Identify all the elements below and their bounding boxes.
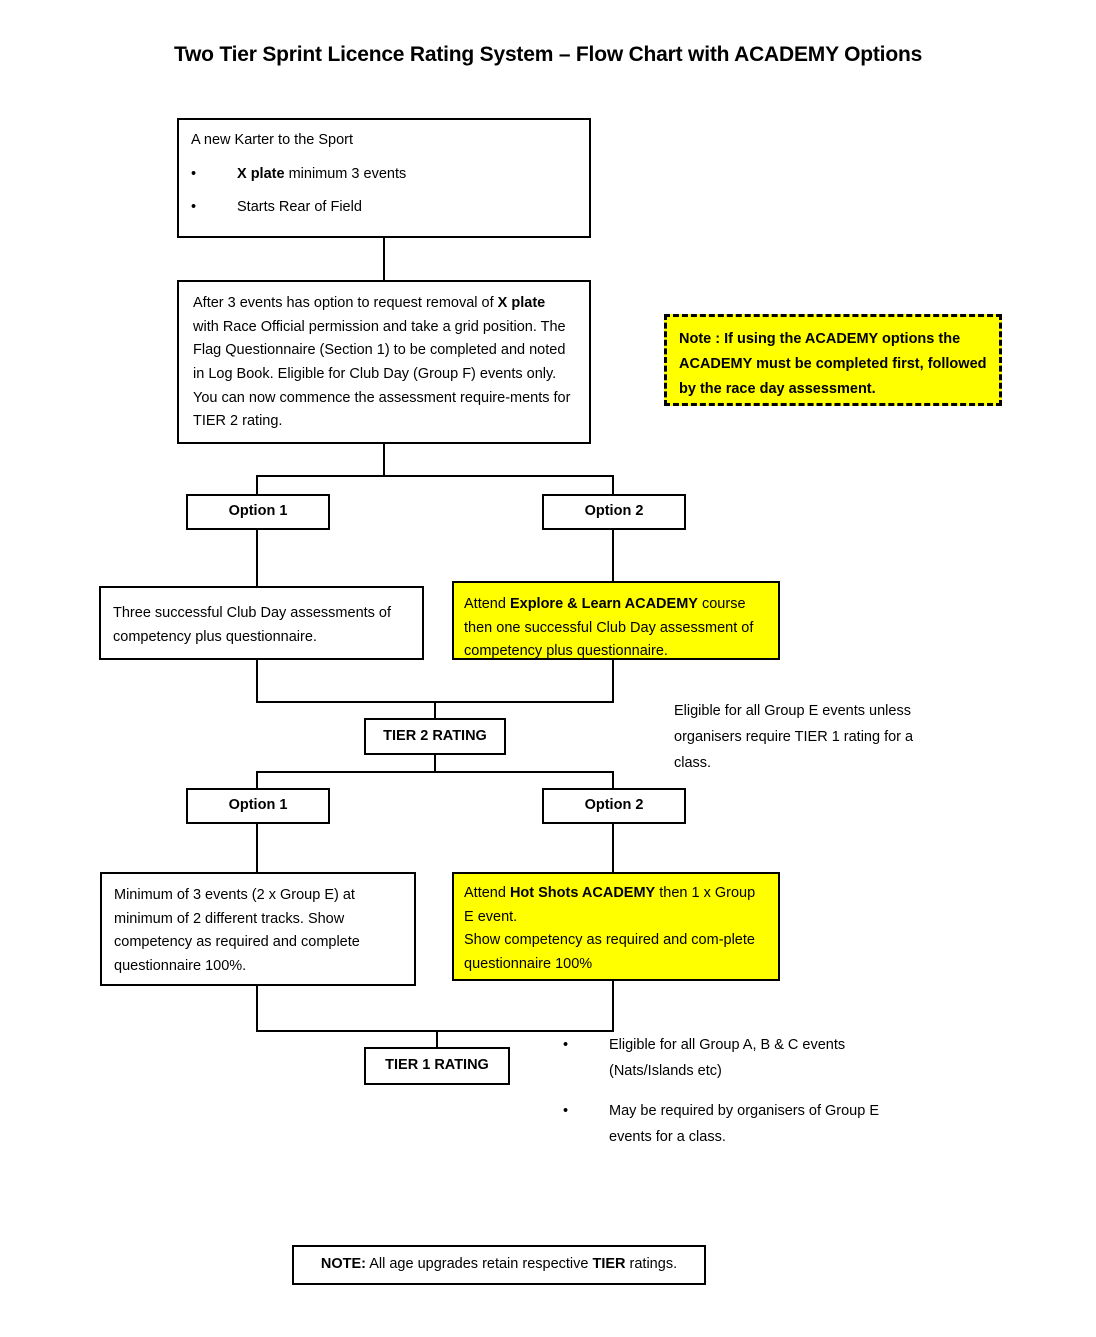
connector-after-down xyxy=(383,444,385,477)
connector-tier2-rating-down xyxy=(434,755,436,773)
academy-note: Note : If using the ACADEMY options the … xyxy=(664,314,1002,406)
connector-option2-top-down xyxy=(612,530,614,586)
bullet-icon: • xyxy=(191,165,197,182)
bullet-icon: • xyxy=(191,199,197,216)
bullet-icon: • xyxy=(563,1037,569,1053)
option-1-top-label: Option 1 xyxy=(228,503,288,520)
tier2-option2-post: course then one successful Club Day asse… xyxy=(464,596,754,660)
tier1-option1-text: Minimum of 3 events (2 x Group E) at min… xyxy=(114,887,360,974)
box-after-three-events: After 3 events has option to request rem… xyxy=(177,280,591,444)
tier2-side-note-text: Eligible for all Group E events unless o… xyxy=(674,703,914,772)
new-karter-bullet-1-text: X plate minimum 3 events xyxy=(237,163,406,187)
box-option-2-top: Option 2 xyxy=(542,494,686,530)
footer-note-text: NOTE: All age upgrades retain respective… xyxy=(321,1253,677,1277)
after-three-events-post: with Race Official permission and take a… xyxy=(193,318,571,430)
tier2-option2-bold: Explore & Learn ACADEMY xyxy=(509,596,698,612)
tier1-side-bullet-2: • May be required by organisers of Group… xyxy=(563,1098,893,1150)
connector-to-option1-bottom xyxy=(256,771,258,789)
box-tier2-option1: Three successful Club Day assessments of… xyxy=(99,586,424,660)
connector-new-karter-to-after xyxy=(383,238,385,280)
box-new-karter: A new Karter to the Sport • X plate mini… xyxy=(177,118,591,238)
x-plate-bold: X plate xyxy=(237,165,285,182)
connector-tier2-opt1-down xyxy=(256,660,258,703)
footer-note-mid: All age upgrades retain respective xyxy=(365,1256,593,1273)
connector-tier1-merge-down xyxy=(436,1030,438,1048)
connector-after-split xyxy=(256,475,614,477)
connector-to-option1-top xyxy=(256,475,258,495)
box-option-2-bottom: Option 2 xyxy=(542,788,686,824)
new-karter-bullet-2: • Starts Rear of Field xyxy=(191,196,577,220)
new-karter-bullet-2-text: Starts Rear of Field xyxy=(237,199,362,216)
connector-option1-top-down xyxy=(256,530,258,586)
box-tier1-option2: Attend Hot Shots ACADEMY then 1 x Group … xyxy=(452,872,780,981)
footer-note-bold-tier: TIER xyxy=(592,1256,626,1273)
box-footer-note: NOTE: All age upgrades retain respective… xyxy=(292,1245,706,1285)
footer-note-bold-note: NOTE: xyxy=(320,1256,366,1273)
box-option-1-top: Option 1 xyxy=(186,494,330,530)
tier1-side-bullet-1-text: Eligible for all Group A, B & C events (… xyxy=(609,1037,846,1080)
after-three-events-pre: After 3 events has option to request rem… xyxy=(193,295,498,311)
tier2-side-note: Eligible for all Group E events unless o… xyxy=(674,698,954,776)
box-option-1-bottom: Option 1 xyxy=(186,788,330,824)
connector-tier2-merge-down xyxy=(434,701,436,719)
tier1-side-bullet-1: • Eligible for all Group A, B & C events… xyxy=(563,1032,893,1084)
connector-option2-bottom-down xyxy=(612,824,614,872)
connector-option1-bottom-down xyxy=(256,824,258,872)
tier2-rating-label: TIER 2 RATING xyxy=(383,727,487,744)
tier1-option2-line2: Show competency as required and com-plet… xyxy=(464,932,755,972)
new-karter-bullet-1-rest: minimum 3 events xyxy=(284,165,407,182)
tier2-option2-pre: Attend xyxy=(464,596,510,612)
academy-note-text: Note : If using the ACADEMY options the … xyxy=(679,331,987,397)
tier1-option2-pre: Attend xyxy=(464,885,510,901)
new-karter-bullet-1: • X plate minimum 3 events xyxy=(191,163,577,187)
tier1-option2-line1: Attend Hot Shots ACADEMY then 1 x Group … xyxy=(464,882,768,929)
connector-tier1-opt2-down xyxy=(612,981,614,1032)
tier1-option2-post: then 1 x Group E event. xyxy=(464,885,756,925)
connector-tier1-merge xyxy=(256,1030,614,1032)
after-three-events-bold: X plate xyxy=(497,295,546,311)
tier1-side-bullet-2-text: May be required by organisers of Group E… xyxy=(609,1103,879,1146)
box-tier1-option1: Minimum of 3 events (2 x Group E) at min… xyxy=(100,872,416,986)
option-2-bottom-label: Option 2 xyxy=(584,797,644,814)
footer-note-end: ratings. xyxy=(625,1256,678,1273)
connector-tier2-opt2-down xyxy=(612,660,614,703)
tier2-option1-text: Three successful Club Day assessments of… xyxy=(113,605,392,645)
box-tier2-option2: Attend Explore & Learn ACADEMY course th… xyxy=(452,581,780,660)
box-tier2-rating: TIER 2 RATING xyxy=(364,718,506,755)
box-tier1-rating: TIER 1 RATING xyxy=(364,1047,510,1085)
page-title: Two Tier Sprint Licence Rating System – … xyxy=(173,43,923,66)
connector-to-option2-top xyxy=(612,475,614,495)
tier1-rating-label: TIER 1 RATING xyxy=(385,1057,489,1074)
bullet-icon: • xyxy=(563,1103,569,1120)
connector-to-option2-bottom xyxy=(612,771,614,789)
option-2-top-label: Option 2 xyxy=(584,503,644,520)
connector-tier1-opt1-down xyxy=(256,986,258,1032)
option-1-bottom-label: Option 1 xyxy=(228,797,288,814)
tier1-option2-bold: Hot Shots ACADEMY xyxy=(509,885,656,901)
new-karter-line1: A new Karter to the Sport xyxy=(191,132,354,148)
tier1-side-bullets: • Eligible for all Group A, B & C events… xyxy=(563,1032,893,1164)
connector-tier2-rating-split xyxy=(256,771,614,773)
